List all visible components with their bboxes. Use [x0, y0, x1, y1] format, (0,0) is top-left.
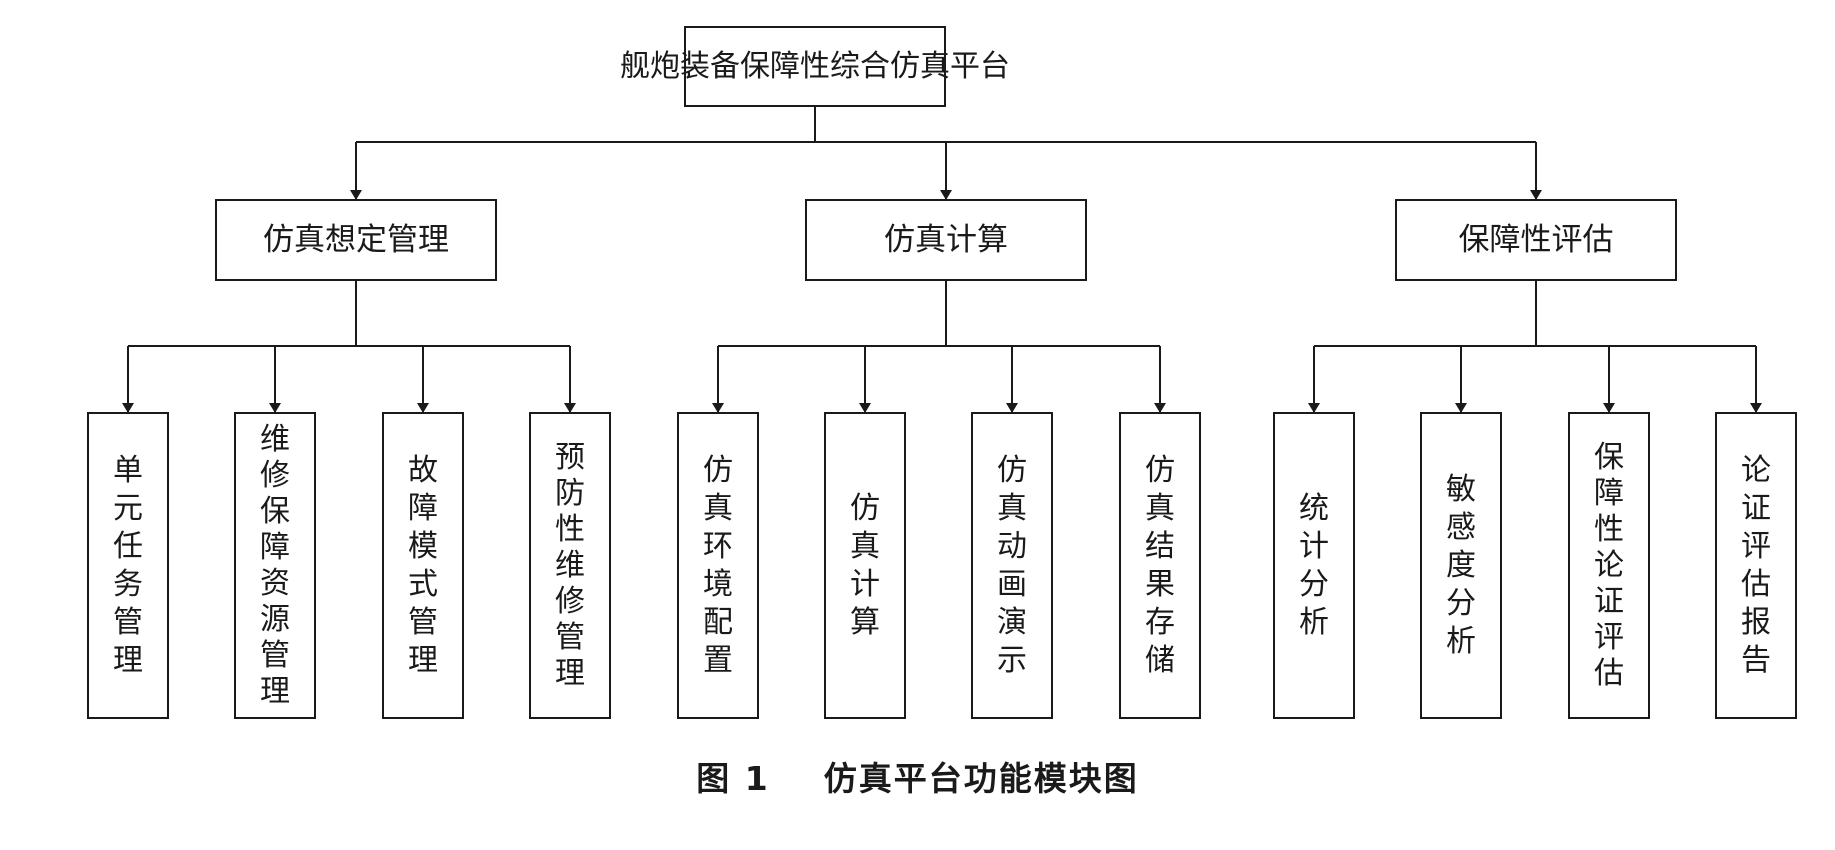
leaf-label-2-1: 仿真环境配置: [703, 453, 733, 678]
group-label-3: 保障性评估: [1459, 222, 1614, 258]
leaf-box-1-4: [529, 412, 611, 719]
leaf-label-1-3: 故障模式管理: [408, 453, 438, 678]
leaf-box-3-4: [1715, 412, 1797, 719]
group-box-2: [805, 199, 1087, 281]
leaf-box-1-1: [87, 412, 169, 719]
leaf-label-2-2: 仿真计算: [850, 491, 880, 640]
leaf-box-2-4: [1119, 412, 1201, 719]
figure-number: 图 1: [696, 759, 770, 798]
leaf-label-1-2: 维修保障资源管理: [260, 422, 290, 709]
connector-lines: [122, 106, 1762, 413]
leaf-box-1-3: [382, 412, 464, 719]
leaf-label-2-4: 仿真结果存储: [1145, 453, 1175, 678]
leaf-box-2-2: [824, 412, 906, 719]
leaf-box-1-2: [234, 412, 316, 719]
leaf-label-3-3: 保障性论证评估: [1594, 440, 1624, 691]
leaf-box-3-2: [1420, 412, 1502, 719]
root-label: 舰炮装备保障性综合仿真平台: [620, 49, 1010, 84]
leaf-box-2-3: [971, 412, 1053, 719]
group-box-1: [215, 199, 497, 281]
leaf-label-3-4: 论证评估报告: [1741, 453, 1771, 678]
leaf-box-2-1: [677, 412, 759, 719]
leaf-label-2-3: 仿真动画演示: [997, 453, 1027, 678]
root-box: [684, 26, 946, 107]
figure-title: 仿真平台功能模块图: [823, 759, 1139, 798]
group-label-2: 仿真计算: [884, 222, 1008, 258]
leaf-label-1-1: 单元任务管理: [113, 453, 143, 678]
leaf-label-3-1: 统计分析: [1299, 491, 1329, 640]
group-box-3: [1395, 199, 1677, 281]
leaf-label-3-2: 敏感度分析: [1446, 472, 1476, 659]
group-label-1: 仿真想定管理: [263, 222, 449, 258]
figure-caption: 图 1 仿真平台功能模块图: [0, 752, 1835, 800]
leaf-box-3-3: [1568, 412, 1650, 719]
leaf-label-1-4: 预防性维修管理: [555, 440, 585, 691]
leaf-box-3-1: [1273, 412, 1355, 719]
